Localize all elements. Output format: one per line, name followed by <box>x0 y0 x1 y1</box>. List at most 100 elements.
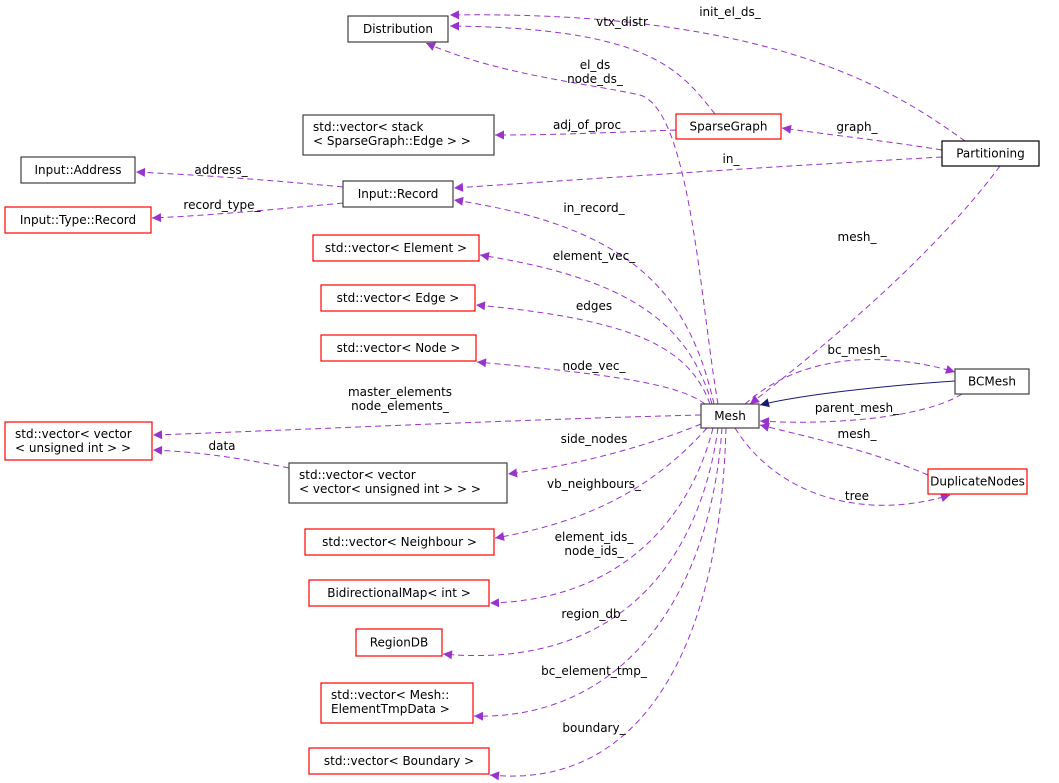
edge-label: graph_ <box>836 120 878 134</box>
node-bcmesh[interactable]: BCMesh <box>954 368 1030 395</box>
edge-input-record-to-input-address <box>135 167 344 188</box>
edge-label: element_vec_ <box>553 249 637 263</box>
node-vec-elemtmp[interactable]: std::vector< Mesh::ElementTmpData > <box>320 682 474 724</box>
node-box <box>20 156 136 184</box>
node-label: std::vector< Element > <box>325 241 467 255</box>
edge-label: side_nodes <box>561 432 628 446</box>
node-vec-boundary[interactable]: std::vector< Boundary > <box>308 747 490 775</box>
node-box <box>320 682 474 724</box>
node-distribution[interactable]: Distribution <box>347 15 449 43</box>
node-box <box>347 15 449 43</box>
node-box <box>355 628 443 657</box>
node-box <box>304 528 495 556</box>
node-box <box>954 368 1030 395</box>
node-label: std::vector< stack <box>313 120 424 134</box>
edge-label: bc_mesh_ <box>827 343 887 357</box>
node-input-record[interactable]: Input::Record <box>342 180 454 208</box>
edge-partitioning-to-distribution <box>449 10 966 142</box>
node-label: Mesh <box>714 409 746 423</box>
edge-label: el_ds <box>580 58 611 72</box>
edge-mesh-to-distribution <box>425 42 719 405</box>
node-vec-element[interactable]: std::vector< Element > <box>312 234 480 262</box>
node-box <box>312 234 480 262</box>
node-box <box>320 334 477 362</box>
edge-mesh-to-vec-boundary <box>489 427 727 781</box>
edge-mesh-to-vec-vec-vec-uint <box>507 423 702 478</box>
edge-label: tree <box>845 489 869 503</box>
edge-mesh-to-vec-element <box>479 251 713 405</box>
edge-mesh-to-vec-edge <box>475 301 711 405</box>
node-label: std::vector< Edge > <box>337 291 460 305</box>
edge-label: master_elements <box>348 385 452 399</box>
node-vec-stack[interactable]: std::vector< stack< SparseGraph::Edge > … <box>302 114 495 156</box>
edge-label: boundary_ <box>562 721 626 735</box>
edge-vec-vec-vec-uint-to-vec-vec-uint <box>152 445 290 469</box>
edge-mesh-to-regiondb <box>442 427 719 660</box>
edge-label: mesh_ <box>838 230 878 244</box>
edge-mesh-to-bimap <box>489 427 714 608</box>
node-label: DuplicateNodes <box>930 475 1025 489</box>
edge-input-record-to-input-type-record <box>151 202 344 223</box>
node-duplicatenodes[interactable]: DuplicateNodes <box>927 468 1028 495</box>
edge-duplicatenodes-to-mesh <box>759 422 929 476</box>
edge-label: edges <box>576 299 612 313</box>
node-label: RegionDB <box>370 636 429 650</box>
edge-partitioning-to-sparsegraph <box>781 124 943 151</box>
edge-label: vb_neighbours_ <box>547 477 642 491</box>
node-label: BCMesh <box>968 375 1016 389</box>
node-vec-node[interactable]: std::vector< Node > <box>320 334 477 362</box>
node-box <box>927 468 1028 495</box>
node-vec-vec-uint[interactable]: std::vector< vector< unsigned int > > <box>4 421 153 461</box>
node-box <box>4 421 153 461</box>
node-label: Input::Record <box>358 187 439 201</box>
edge-label: data <box>208 439 235 453</box>
edge-sparsegraph-to-vec-stack <box>494 129 677 140</box>
node-regiondb[interactable]: RegionDB <box>355 628 443 657</box>
node-label: BidirectionalMap< int > <box>327 586 471 600</box>
node-label: Input::Type::Record <box>20 213 136 227</box>
node-box <box>700 403 760 429</box>
edge-label: vtx_distr <box>596 15 648 29</box>
node-box <box>288 462 508 504</box>
edge-mesh-to-input-record <box>453 196 715 405</box>
node-label: Distribution <box>363 22 433 36</box>
node-label: SparseGraph <box>690 120 768 134</box>
node-label: Input::Address <box>35 163 122 177</box>
node-input-address[interactable]: Input::Address <box>20 156 136 184</box>
edge-label: in_ <box>723 152 741 166</box>
edge-mesh-to-vec-neighbour <box>494 427 708 541</box>
node-label: std::vector< Neighbour > <box>322 535 477 549</box>
node-box <box>4 206 152 234</box>
edge-label: adj_of_proc <box>553 118 621 132</box>
node-mesh[interactable]: Mesh <box>700 403 760 429</box>
edge-label: record_type_ <box>183 198 261 212</box>
edge-mesh-to-vec-node <box>476 358 706 405</box>
edge-mesh-to-duplicatenodes <box>734 427 951 506</box>
node-box <box>320 284 476 312</box>
node-box <box>302 114 495 156</box>
node-input-type-record[interactable]: Input::Type::Record <box>4 206 152 234</box>
edge-label: node_ids_ <box>564 544 624 558</box>
node-box <box>308 579 490 607</box>
node-vec-vec-vec-uint[interactable]: std::vector< vector< vector< unsigned in… <box>288 462 508 504</box>
edge-label: region_db_ <box>561 607 627 621</box>
edge-label: node_ds_ <box>567 72 624 86</box>
node-label: std::vector< Boundary > <box>324 754 474 768</box>
node-box <box>675 113 782 140</box>
node-label: ElementTmpData > <box>331 702 450 716</box>
node-partitioning[interactable]: Partitioning <box>941 140 1040 167</box>
edge-label: parent_mesh_ <box>815 401 900 415</box>
edge-label: in_record_ <box>563 201 625 215</box>
node-vec-edge[interactable]: std::vector< Edge > <box>320 284 476 312</box>
node-sparsegraph[interactable]: SparseGraph <box>675 113 782 140</box>
edge-mesh-to-vec-vec-uint <box>152 414 702 440</box>
node-label: < SparseGraph::Edge > > <box>313 134 471 148</box>
node-box <box>941 140 1040 167</box>
node-label: std::vector< vector <box>299 468 416 482</box>
edge-label: element_ids_ <box>555 530 635 544</box>
node-vec-neighbour[interactable]: std::vector< Neighbour > <box>304 528 495 556</box>
node-bimap[interactable]: BidirectionalMap< int > <box>308 579 490 607</box>
node-label: std::vector< Mesh:: <box>331 688 449 702</box>
edge-label: node_elements_ <box>351 399 450 413</box>
edge-sparsegraph-to-distribution <box>449 21 716 115</box>
